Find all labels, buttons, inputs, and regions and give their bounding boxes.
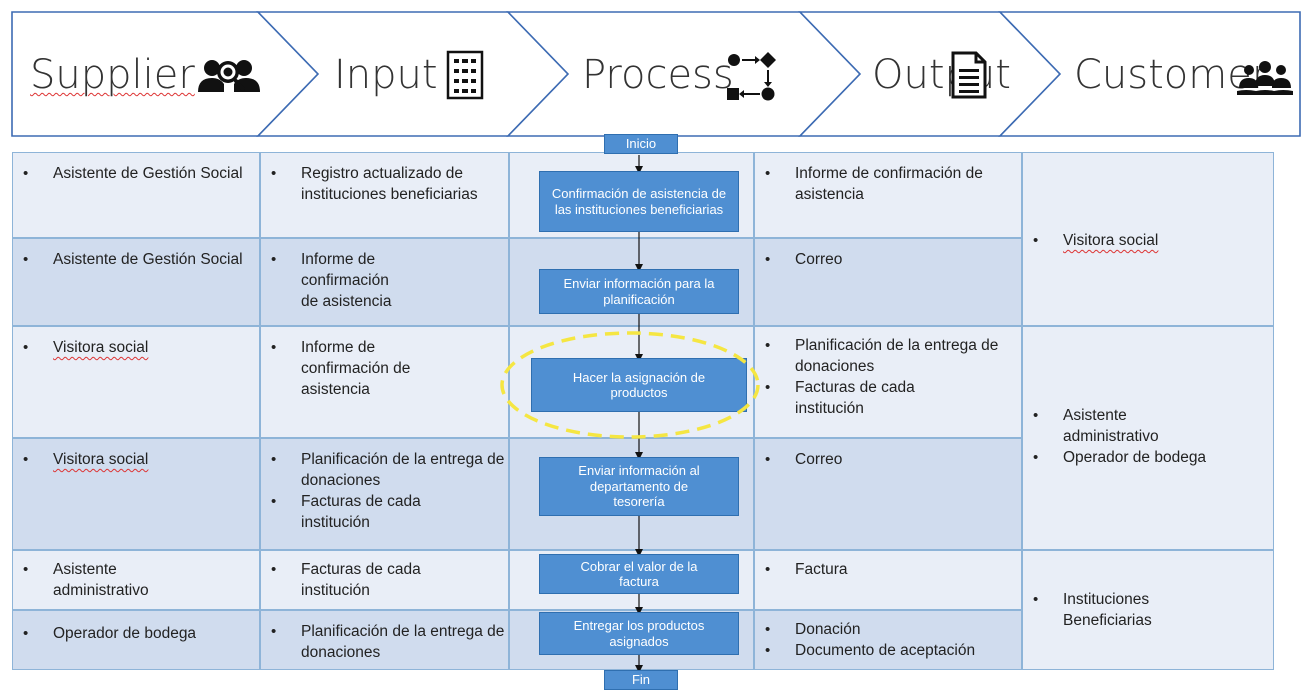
supplier-cell-4: Visitora social	[12, 438, 260, 550]
list-item: Asistente de Gestión Social	[13, 163, 259, 184]
input-cell-3: Informe de confirmación de asistencia	[260, 326, 509, 438]
list-item: Donación	[755, 619, 1021, 640]
supplier-cell-3: Visitora social	[12, 326, 260, 438]
list-item: Asistente administrativo	[13, 559, 259, 601]
user-search-icon	[198, 60, 260, 92]
document-icon	[951, 51, 987, 99]
header-label-supplier: Supplier	[30, 52, 195, 98]
input-cell-5: Facturas de cada institución	[260, 550, 509, 610]
output-cell-3: Planificación de la entrega de donacione…	[754, 326, 1022, 438]
list-item: Asistente de Gestión Social	[13, 249, 259, 270]
list-item: Documento de aceptación	[755, 640, 1021, 661]
customer-cell-1: Visitora social	[1022, 152, 1274, 326]
list-item: Instituciones Beneficiarias	[1023, 589, 1273, 631]
process-step-3: Hacer la asignación de productos	[531, 358, 747, 412]
list-item: Informe de confirmación de asistencia	[261, 249, 448, 312]
list-item: Facturas de cada institución	[261, 559, 508, 601]
list-item: Operador de bodega	[1023, 447, 1273, 468]
output-cell-2: Correo	[754, 238, 1022, 326]
list-item: Planificación de la entrega de donacione…	[755, 335, 1021, 377]
input-cell-6: Planificación de la entrega de donacione…	[260, 610, 509, 670]
process-step-2: Enviar información para la planificación	[539, 269, 739, 314]
list-item: Visitora social	[1023, 230, 1273, 251]
list-item: Facturas de cada institución	[755, 377, 1021, 419]
supplier-cell-2: Asistente de Gestión Social	[12, 238, 260, 326]
input-cell-1: Registro actualizado de instituciones be…	[260, 152, 509, 238]
process-start: Inicio	[604, 134, 678, 154]
output-cell-4: Correo	[754, 438, 1022, 550]
flow-shapes-icon	[727, 52, 776, 101]
process-step-1: Confirmación de asistencia de las instit…	[539, 171, 739, 232]
input-cell-4: Planificación de la entrega de donacione…	[260, 438, 509, 550]
header-label-output: Output	[872, 52, 1011, 98]
customer-cell-2: Asistente administrativo Operador de bod…	[1022, 326, 1274, 550]
list-item: Informe de confirmación de asistencia	[261, 337, 508, 400]
header-label-customer: Customer	[1074, 52, 1269, 98]
list-item: Informe de confirmación de asistencia	[755, 163, 1021, 205]
list-item: Asistente administrativo	[1023, 405, 1273, 447]
list-item: Correo	[755, 449, 1021, 470]
list-item: Planificación de la entrega de donacione…	[261, 621, 508, 663]
list-item: Visitora social	[13, 337, 259, 358]
list-item: Facturas de cada institución	[261, 491, 508, 533]
sipoc-header	[11, 11, 1301, 137]
header-label-input: Input	[334, 52, 438, 98]
supplier-cell-6: Operador de bodega	[12, 610, 260, 670]
list-item: Operador de bodega	[13, 623, 259, 644]
list-item: Visitora social	[13, 449, 259, 470]
supplier-cell-1: Asistente de Gestión Social	[12, 152, 260, 238]
process-step-5: Cobrar el valor de la factura	[539, 554, 739, 594]
header-chevron-customer	[998, 11, 1301, 137]
output-cell-5: Factura	[754, 550, 1022, 610]
list-item: Registro actualizado de instituciones be…	[261, 163, 508, 205]
list-item: Factura	[755, 559, 1021, 580]
checklist-icon	[446, 50, 484, 100]
process-step-6: Entregar los productos asignados	[539, 612, 739, 655]
process-end: Fin	[604, 670, 678, 690]
output-cell-1: Informe de confirmación de asistencia	[754, 152, 1022, 238]
input-cell-2: Informe de confirmación de asistencia	[260, 238, 509, 326]
supplier-cell-5: Asistente administrativo	[12, 550, 260, 610]
group-icon	[1237, 61, 1293, 95]
header-label-process: Process	[582, 52, 734, 98]
output-cell-6: Donación Documento de aceptación	[754, 610, 1022, 670]
process-step-4: Enviar información al departamento de te…	[539, 457, 739, 516]
list-item: Planificación de la entrega de donacione…	[261, 449, 508, 491]
list-item: Correo	[755, 249, 1021, 270]
customer-cell-3: Instituciones Beneficiarias	[1022, 550, 1274, 670]
